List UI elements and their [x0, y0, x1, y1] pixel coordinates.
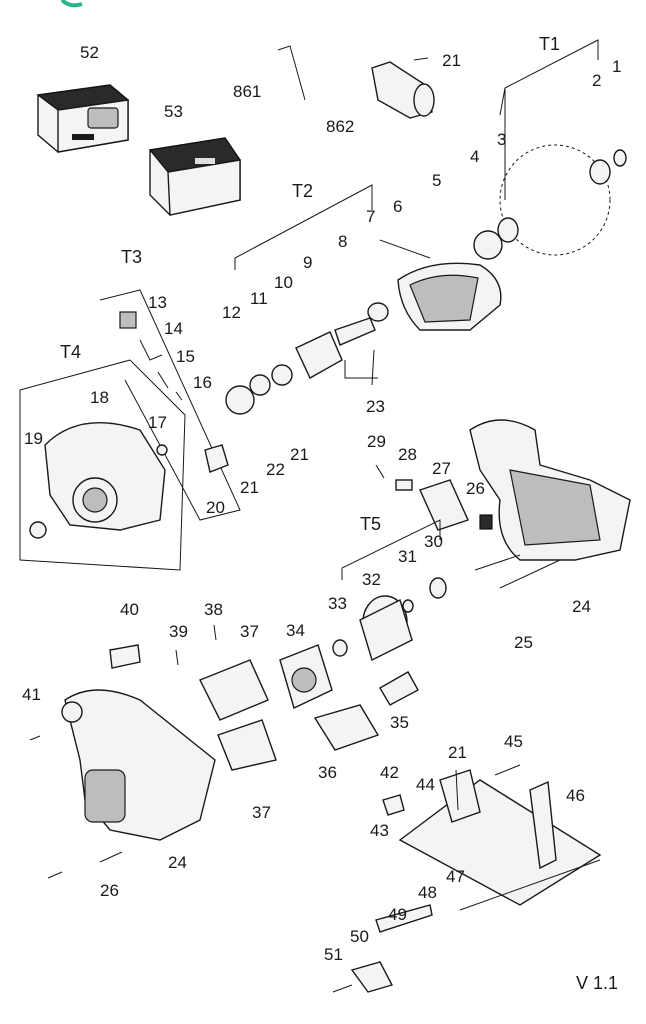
callout-13: 13: [148, 293, 167, 312]
callout-21-gear: 21: [240, 478, 259, 497]
callout-labels: 1 2 3 4 5 6 7 8 9 10 11 12 13 14 15 16 1…: [22, 43, 621, 964]
blade-guard: [397, 262, 502, 331]
callout-19: 19: [24, 429, 43, 448]
callout-30: 30: [424, 532, 443, 551]
callout-23: 23: [366, 397, 385, 416]
callout-3: 3: [497, 130, 506, 149]
callout-53: 53: [164, 102, 183, 121]
gear-housing: [44, 422, 166, 531]
callout-36: 36: [318, 763, 337, 782]
callout-12: 12: [222, 303, 241, 322]
callout-24-right: 24: [572, 597, 591, 616]
callout-25: 25: [514, 633, 533, 652]
callout-6: 6: [393, 197, 402, 216]
callout-4: 4: [470, 147, 479, 166]
callout-42: 42: [380, 763, 399, 782]
group-label-t1: T1: [539, 34, 560, 54]
callout-21-top: 21: [442, 51, 461, 70]
callout-28: 28: [398, 445, 417, 464]
callout-40: 40: [120, 600, 139, 619]
callout-29: 29: [367, 432, 386, 451]
group-label-t2: T2: [292, 181, 313, 201]
callout-45: 45: [504, 732, 523, 751]
callout-5: 5: [432, 171, 441, 190]
callout-50: 50: [350, 927, 369, 946]
callout-20: 20: [206, 498, 225, 517]
callout-21-mid: 21: [290, 445, 309, 464]
group-labels: T1 T2 T3 T4 T5: [60, 34, 560, 534]
version-label: V 1.1: [575, 973, 618, 993]
callout-21-base: 21: [448, 743, 467, 762]
callout-44: 44: [416, 775, 435, 794]
callout-861: 861: [233, 82, 261, 101]
group-label-t4: T4: [60, 342, 81, 362]
callout-31: 31: [398, 547, 417, 566]
callout-8: 8: [338, 232, 347, 251]
callout-1: 1: [612, 57, 621, 76]
callout-10: 10: [274, 273, 293, 292]
callout-862: 862: [326, 117, 354, 136]
callout-18: 18: [90, 388, 109, 407]
callout-51: 51: [324, 945, 343, 964]
callout-17: 17: [148, 413, 167, 432]
charger: [148, 137, 242, 216]
callout-9: 9: [303, 253, 312, 272]
callout-37-top: 37: [240, 622, 259, 641]
battery-pack: [36, 84, 130, 153]
callout-26-right: 26: [466, 479, 485, 498]
callout-37-bottom: 37: [252, 803, 271, 822]
stator: [279, 644, 333, 709]
callout-24-left: 24: [168, 853, 187, 872]
group-label-t5: T5: [360, 514, 381, 534]
callout-15: 15: [176, 347, 195, 366]
saw-blade: [499, 144, 611, 256]
corner-accent: [60, 0, 83, 8]
callout-47: 47: [446, 867, 465, 886]
dust-nozzle: [371, 61, 435, 119]
group-label-t3: T3: [121, 247, 142, 267]
callout-2: 2: [592, 71, 601, 90]
callout-34: 34: [286, 621, 305, 640]
armature: [359, 595, 413, 661]
callout-22: 22: [266, 460, 285, 479]
callout-14: 14: [164, 319, 183, 338]
callout-35: 35: [390, 713, 409, 732]
motor-housing-left: [61, 689, 216, 841]
callout-46: 46: [566, 786, 585, 805]
callout-11: 11: [250, 289, 268, 308]
callout-38: 38: [204, 600, 223, 619]
callout-7: 7: [366, 207, 375, 226]
callout-39: 39: [169, 622, 188, 641]
callout-33: 33: [328, 594, 347, 613]
motor-housing-right: [469, 419, 631, 561]
callout-49: 49: [388, 905, 407, 924]
callout-41: 41: [22, 685, 41, 704]
base-plate: [398, 769, 602, 906]
hex-key: [277, 45, 306, 101]
callout-32: 32: [362, 570, 381, 589]
callout-27: 27: [432, 459, 451, 478]
callout-16: 16: [193, 373, 212, 392]
callout-26-left: 26: [100, 881, 119, 900]
callout-48: 48: [418, 883, 437, 902]
callout-43: 43: [370, 821, 389, 840]
callout-52: 52: [80, 43, 99, 62]
